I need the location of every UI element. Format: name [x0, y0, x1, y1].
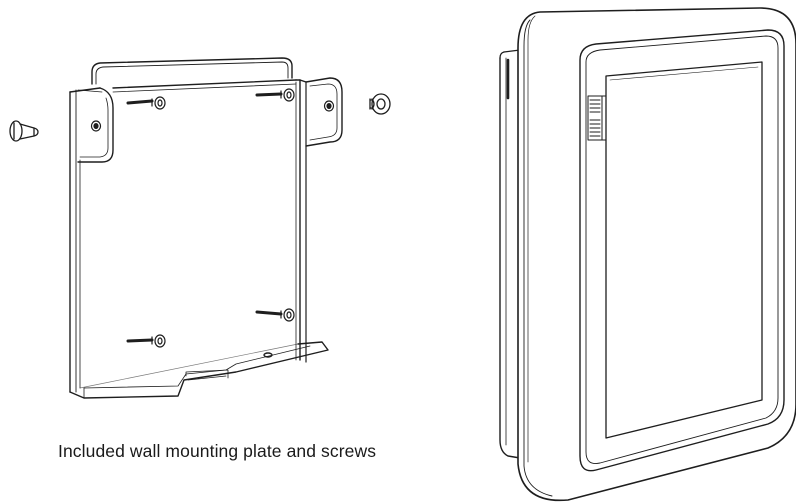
anchor-screw-icons [126, 88, 295, 348]
touch-panel-display [499, 7, 796, 502]
bracket-tab-holes [90, 100, 335, 132]
display-screen [605, 61, 763, 439]
loose-screw-right-icon [369, 93, 391, 115]
sensor-cluster-icon [587, 95, 607, 141]
wall-mounting-plate [69, 57, 343, 399]
loose-screw-left-icon [9, 120, 39, 142]
caption-text: Included wall mounting plate and screws [58, 441, 377, 461]
